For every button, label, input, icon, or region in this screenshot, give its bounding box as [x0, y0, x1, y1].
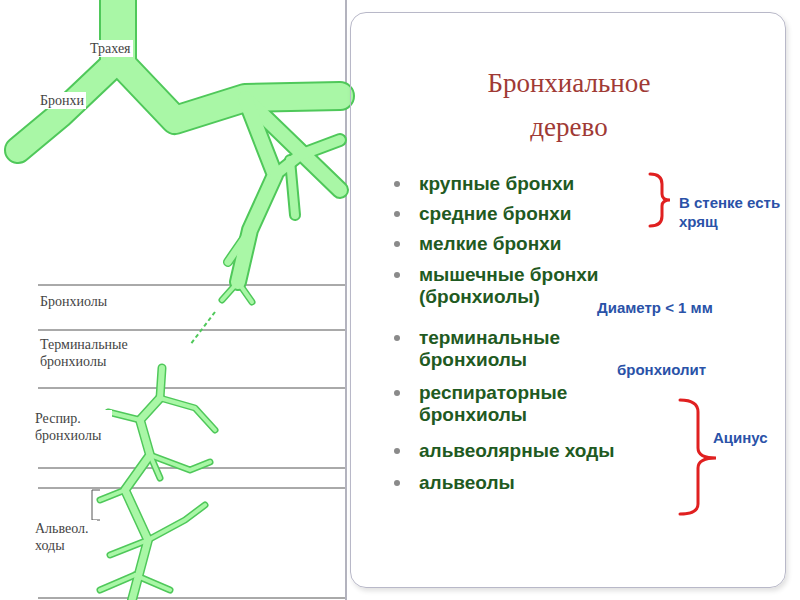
list-item: крупные бронхи — [419, 173, 664, 195]
omitted-branches — [190, 312, 215, 345]
annotation: бронхиолит — [616, 360, 707, 379]
list-item: средние бронхи — [419, 203, 664, 225]
annotation: Диаметр < 1 мм — [596, 298, 714, 317]
list-item: мелкие бронхи — [419, 233, 664, 255]
airway-outline — [18, 0, 340, 600]
slide-card: Бронхиальное дерево крупные бронхи средние… — [350, 12, 786, 588]
airway-fill — [18, 0, 340, 600]
part-label: Бронхи — [38, 92, 86, 109]
part-label: Бронхиолы — [38, 293, 152, 310]
annotation: В стенке есть хрящ — [678, 193, 784, 231]
part-label: Альвеол. ходы — [33, 520, 97, 554]
list-item: альвеолы — [419, 472, 664, 494]
bullet-dots — [394, 181, 400, 486]
card-heading: Бронхиальное дерево — [461, 61, 677, 149]
part-label: Терминальные бронхиолы — [38, 336, 142, 370]
list-item: респираторные бронхиолы — [419, 382, 664, 426]
annotation: Ацинус — [712, 428, 769, 447]
part-label: Респир. бронхиолы — [33, 410, 112, 444]
list-item: альвеолярные ходы — [419, 440, 664, 462]
part-label: Трахея — [88, 40, 133, 57]
